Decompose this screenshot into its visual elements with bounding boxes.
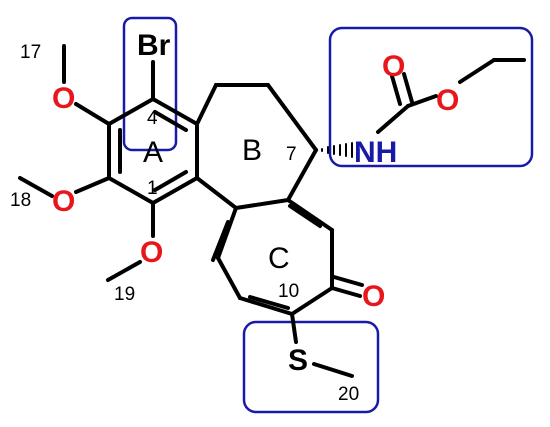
carbamate-carbonyl-oxygen-label: O — [382, 50, 405, 83]
ketone-oxygen-label: O — [362, 280, 385, 313]
carbamate-ester-oxygen-label: O — [436, 84, 459, 117]
ring-b-bonds — [195, 83, 318, 210]
ring-b-label: B — [242, 134, 262, 167]
position-1-label: 1 — [147, 178, 158, 199]
methoxy-bonds — [18, 44, 155, 282]
oxygen-18-label: O — [52, 185, 75, 218]
position-18-label: 18 — [10, 190, 31, 211]
bromine-highlight-box — [122, 16, 178, 152]
ketone-bond — [330, 275, 364, 298]
oxygen-19-label: O — [140, 236, 163, 269]
position-7-label: 7 — [286, 144, 297, 165]
position-4-label: 4 — [147, 108, 158, 129]
position-10-label: 10 — [278, 281, 299, 302]
methylthio-highlight-box — [242, 320, 380, 414]
carbamate-highlight-box — [328, 26, 534, 168]
position-17-label: 17 — [20, 42, 41, 63]
ring-a-bonds — [107, 97, 199, 205]
methylthio-bonds — [290, 312, 354, 378]
oxygen-17-label: O — [52, 82, 75, 115]
ring-a-label: A — [143, 136, 163, 169]
sulfur-label: S — [288, 344, 308, 377]
ring-c-label: C — [268, 242, 290, 275]
stereo-hashed-bond — [321, 142, 353, 158]
bromine-label: Br — [137, 29, 171, 62]
carbamate-bonds — [376, 58, 526, 134]
position-20-label: 20 — [338, 384, 359, 405]
ring-c-bonds — [211, 198, 334, 316]
position-19-label: 19 — [114, 284, 135, 305]
amide-nitrogen-label: NH — [354, 136, 397, 169]
